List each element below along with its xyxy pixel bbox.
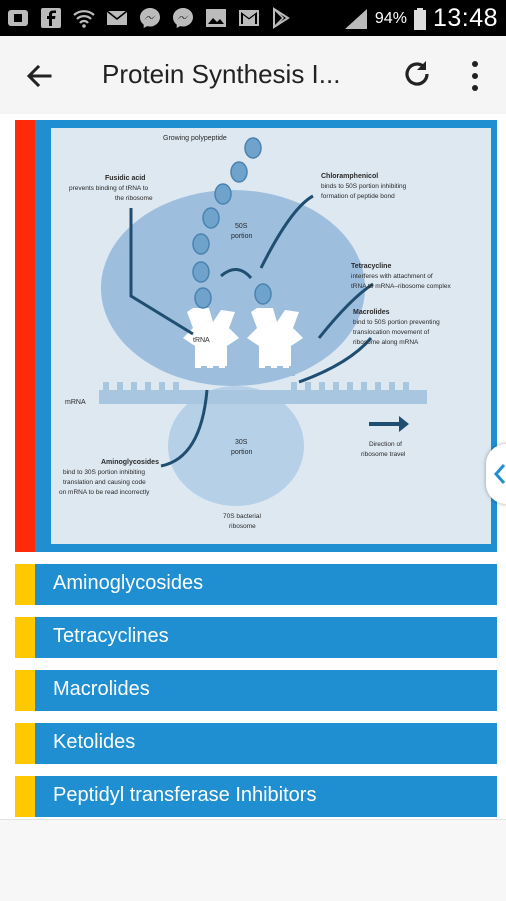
ribosome-diagram-svg: Growing polypeptide Fusidic acid prevent…: [59, 135, 451, 530]
figure-accent-bar: [15, 120, 35, 552]
label-aminoglycosides-line1: bind to 30S portion inhibiting: [63, 469, 145, 476]
app-toolbar: Protein Synthesis I...: [0, 36, 506, 114]
label-50s: 50S: [235, 223, 248, 230]
list-item-ketolides[interactable]: Ketolides: [15, 723, 497, 764]
label-fusidic-title: Fusidic acid: [105, 175, 145, 182]
mail-icon: [106, 10, 128, 25]
annotation-arrows: [129, 194, 374, 468]
back-arrow-icon[interactable]: [22, 59, 56, 93]
gallery-icon: [206, 9, 226, 27]
signal-icon: [344, 8, 367, 29]
list-item-accent: [15, 670, 35, 711]
label-macrolides-line3: ribosome along mRNA: [353, 339, 419, 346]
battery-percent: 94%: [374, 9, 407, 27]
label-chloramphenicol-line2: formation of peptide bond: [321, 193, 395, 200]
list-item-accent: [15, 564, 35, 605]
label-growing-polypeptide: Growing polypeptide: [163, 135, 227, 142]
label-tetracycline-line1: interferes with attachment of: [351, 273, 433, 280]
more-options-icon[interactable]: [466, 59, 484, 93]
chevron-left-icon: [493, 464, 506, 484]
list-item-peptidyl-transferase-inhibitors[interactable]: Peptidyl transferase Inhibitors: [15, 776, 497, 817]
status-right: 94% 13:48: [343, 4, 498, 33]
bottom-blank-area: [0, 819, 506, 901]
label-ribosome-line1: 70S bacterial: [223, 513, 261, 520]
label-chloramphenicol-title: Chloramphenicol: [321, 173, 378, 180]
label-fusidic-line1: prevents binding of tRNA to: [69, 185, 149, 192]
list-item-label: Macrolides: [53, 678, 150, 700]
label-aminoglycosides-title: Aminoglycosides: [101, 459, 159, 466]
polypeptide-chain: [192, 137, 272, 309]
label-chloramphenicol-line1: binds to 50S portion inhibiting: [321, 183, 407, 190]
label-tetracycline-line2: tRNA to mRNA–ribosome complex: [351, 283, 451, 290]
list-item-tetracyclines[interactable]: Tetracyclines: [15, 617, 497, 658]
list-item-label: Aminoglycosides: [53, 572, 204, 594]
list-item-macrolides[interactable]: Macrolides: [15, 670, 497, 711]
notification-icon: [8, 10, 28, 26]
messenger-icon: [173, 8, 193, 28]
label-30s-portion: portion: [231, 449, 253, 456]
wifi-icon: [73, 10, 95, 28]
label-mrna: mRNA: [65, 399, 86, 406]
facebook-icon: [41, 8, 61, 28]
battery-icon: [413, 7, 426, 30]
messenger-icon: [140, 8, 160, 28]
label-direction-line2: ribosome travel: [361, 451, 406, 458]
play-store-icon: [273, 7, 290, 29]
label-macrolides-line2: translocation movement of: [353, 329, 429, 336]
gmail-icon: [239, 10, 259, 26]
list-item-label: Tetracyclines: [53, 625, 169, 647]
label-ribosome-line2: ribosome: [229, 523, 256, 530]
ribosome-diagram: Growing polypeptide Fusidic acid prevent…: [51, 128, 491, 544]
list-item-label: Ketolides: [53, 731, 136, 753]
list-item-label: Peptidyl transferase Inhibitors: [53, 784, 317, 806]
label-macrolides-title: Macrolides: [353, 309, 390, 316]
clock: 13:48: [432, 4, 498, 32]
list-item-accent: [15, 776, 35, 817]
notification-icons: [6, 6, 294, 30]
mrna-teeth: [103, 382, 409, 390]
label-tetracycline-title: Tetracycline: [351, 263, 391, 270]
label-aminoglycosides-line3: on mRNA to be read incorrectly: [59, 489, 150, 496]
status-bar: 94% 13:48: [0, 0, 506, 36]
drawer-handle[interactable]: [486, 444, 506, 504]
list-item-accent: [15, 723, 35, 764]
refresh-icon[interactable]: [400, 57, 434, 91]
page-title: Protein Synthesis I...: [102, 59, 341, 89]
label-direction-line1: Direction of: [369, 441, 402, 448]
label-30s: 30S: [235, 439, 248, 446]
content-area: Growing polypeptide Fusidic acid prevent…: [0, 114, 506, 819]
trna-anticodons: [201, 366, 295, 376]
label-aminoglycosides-line2: translation and causing code: [63, 479, 146, 486]
list-item-accent: [15, 617, 35, 658]
50s-subunit-shape: [101, 190, 365, 386]
label-macrolides-line1: bind to 50S portion preventing: [353, 319, 440, 326]
trna-shape-right: [247, 308, 303, 368]
label-fusidic-line2: the ribosome: [115, 195, 153, 202]
list-item-aminoglycosides[interactable]: Aminoglycosides: [15, 564, 497, 605]
direction-arrow: [369, 416, 409, 432]
mrna-strand: [99, 390, 427, 404]
label-50s-portion: portion: [231, 233, 253, 240]
trna-shape-left: [183, 308, 239, 368]
figure-card[interactable]: Growing polypeptide Fusidic acid prevent…: [15, 120, 497, 552]
label-trna: tRNA: [193, 337, 210, 344]
